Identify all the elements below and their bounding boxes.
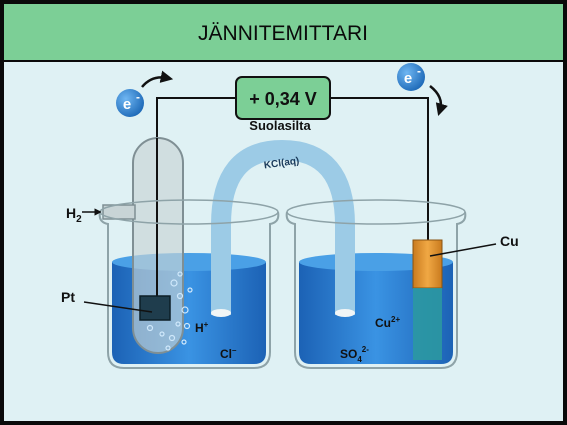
electron-left-arrow (141, 70, 174, 88)
label-pt: Pt (61, 289, 75, 305)
voltmeter-reading: + 0,34 V (249, 89, 317, 109)
voltmeter-box (235, 76, 331, 120)
hydrogen-bubbles (146, 271, 193, 351)
salt-bridge-right-plug (335, 309, 355, 317)
label-h2: H2 (66, 205, 82, 225)
right-beaker (285, 211, 467, 369)
electron-right-arrow (429, 85, 448, 116)
pt-pointer (83, 301, 153, 313)
electron-right-symbol: e (404, 70, 412, 87)
salt-bridge-title: Suolasilta (249, 118, 311, 133)
electron-left-sign: - (136, 90, 140, 104)
label-h-plus: H+ (195, 320, 209, 335)
electron-left-icon (116, 89, 144, 117)
external-wire (156, 97, 429, 260)
salt-bridge-left-plug (211, 309, 231, 317)
label-cu: Cu (500, 233, 519, 249)
header-divider (4, 60, 563, 62)
copper-electrode (412, 239, 443, 289)
salt-bridge-tube (211, 139, 355, 315)
label-so4: SO42- (340, 345, 369, 364)
header-bar (4, 4, 563, 60)
salt-bridge-label: KCl(aq) (263, 156, 300, 172)
electron-left-symbol: e (123, 96, 131, 113)
left-beaker (98, 211, 280, 369)
copper-electrode-submerged (413, 288, 442, 360)
electron-right-icon (397, 63, 425, 91)
right-beaker-rim (286, 199, 466, 225)
header-title: JÄNNITEMITTARI (198, 22, 368, 45)
label-cu2-plus: Cu2+ (375, 315, 400, 330)
cu-pointer (429, 243, 497, 257)
platinum-electrode (139, 295, 171, 321)
electron-right-sign: - (417, 64, 421, 78)
label-cl-minus: Cl– (220, 346, 237, 361)
